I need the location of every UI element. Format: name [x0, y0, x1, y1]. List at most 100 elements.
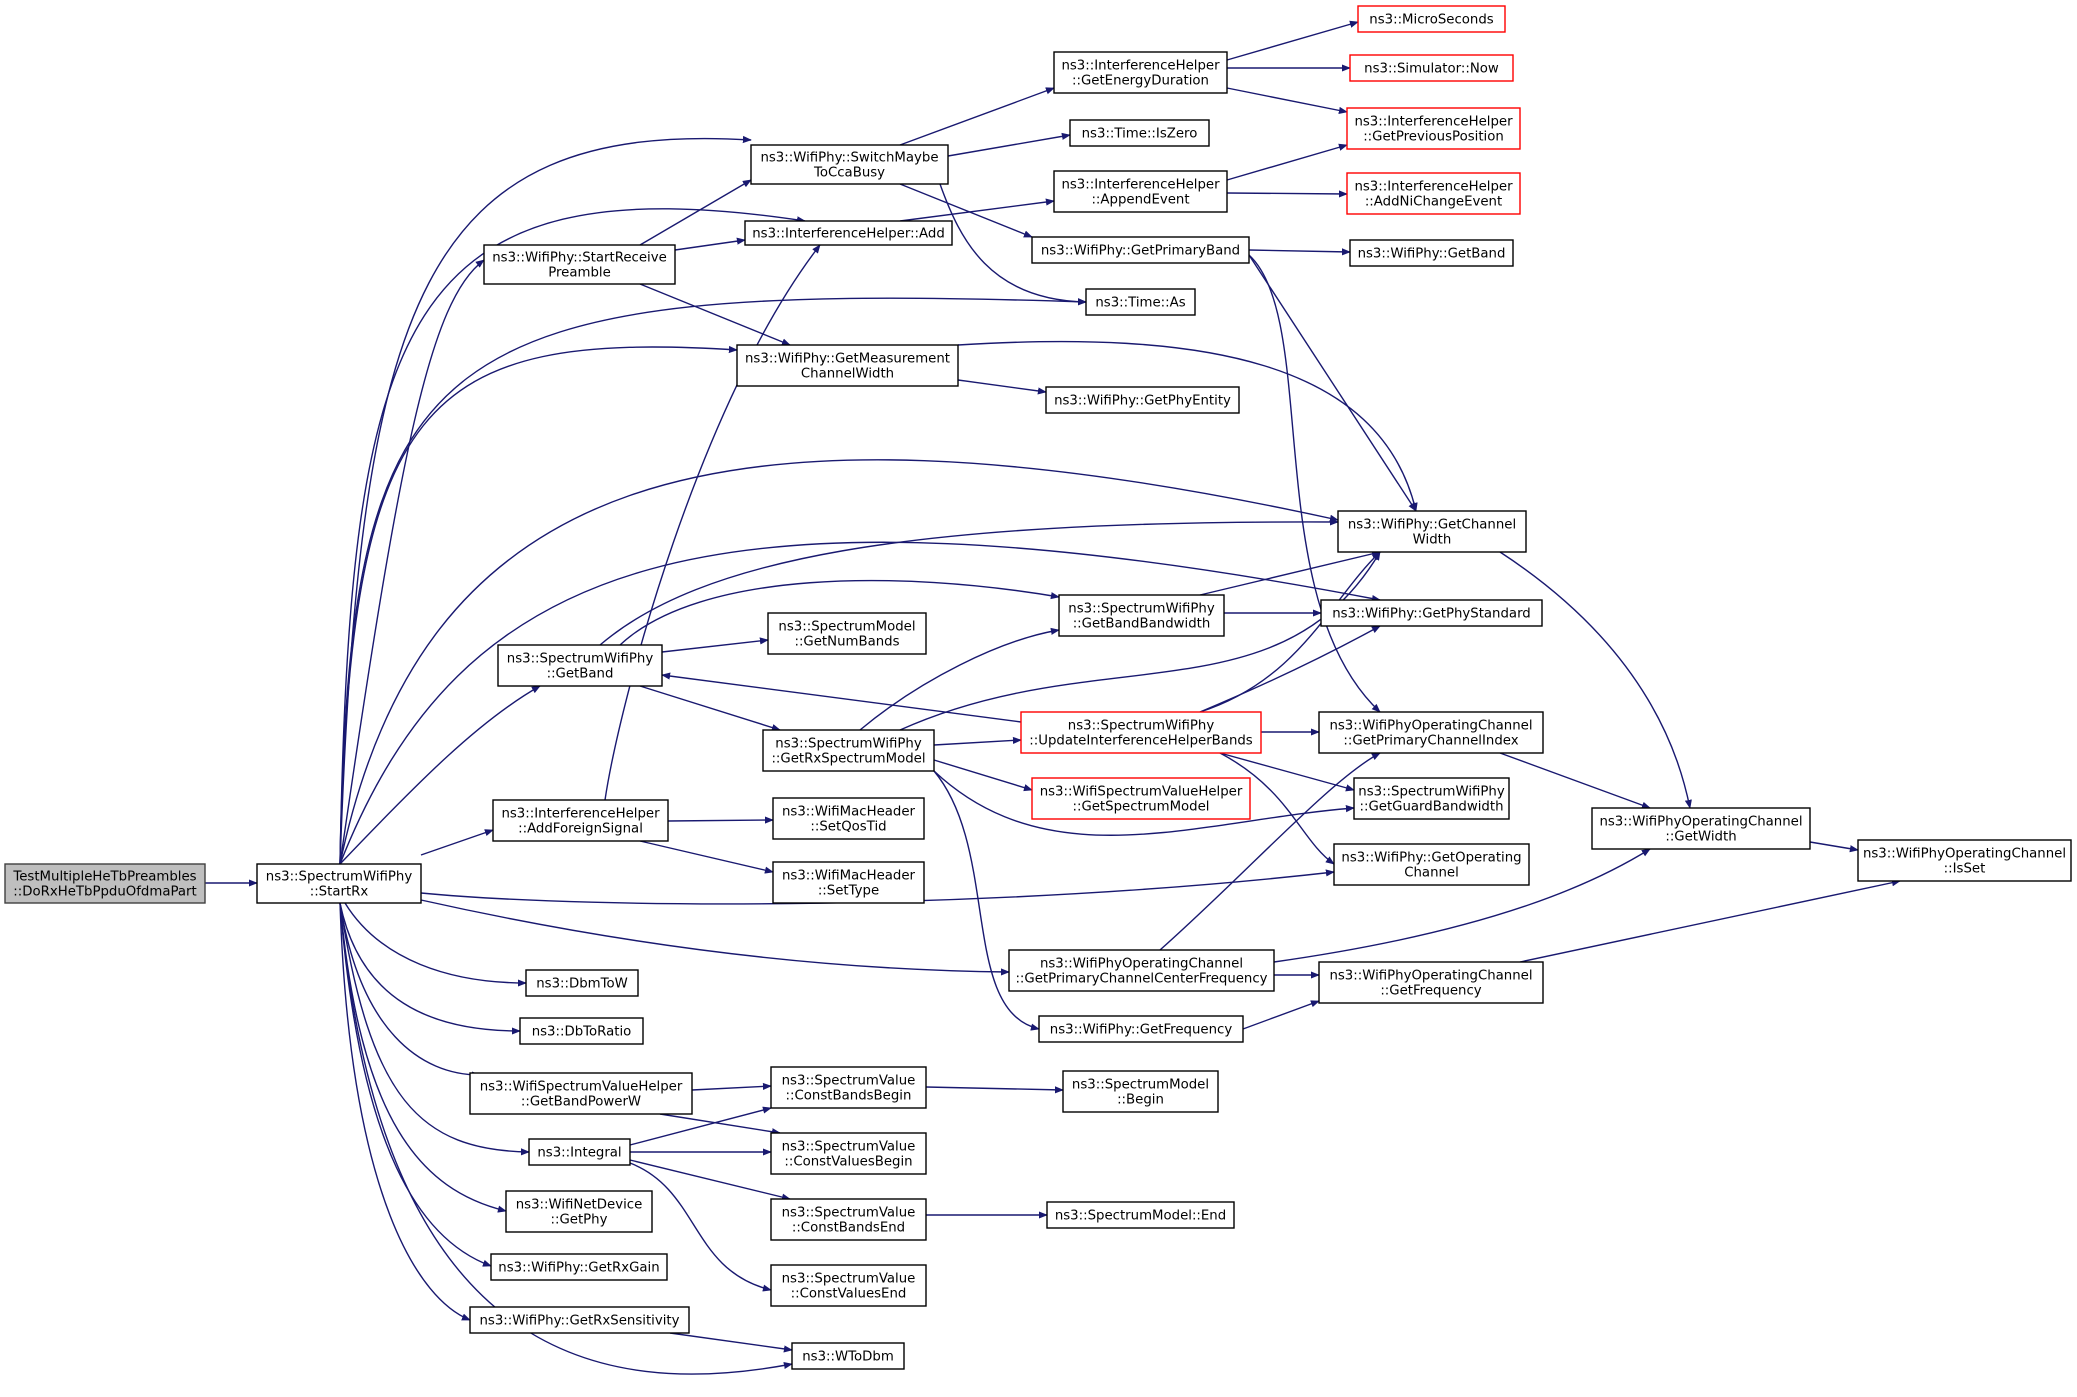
node-cbb[interactable]: ns3::SpectrumValue::ConstBandsBegin — [770, 1066, 927, 1109]
node-getfreq[interactable]: ns3::WifiPhy::GetFrequency — [1038, 1015, 1244, 1043]
node-ggb[interactable]: ns3::SpectrumWifiPhy::GetGuardBandwidth — [1353, 777, 1510, 820]
node-ged[interactable]: ns3::InterferenceHelper::GetEnergyDurati… — [1053, 51, 1228, 94]
node-iszero[interactable]: ns3::Time::IsZero — [1069, 119, 1210, 147]
edge-uihb-to-gcw — [1199, 551, 1381, 713]
node-box — [1346, 107, 1521, 150]
node-label-line: ns3::WifiPhy::GetOperating — [1341, 851, 1521, 866]
edge-rxsm-to-gbbw — [859, 627, 1060, 731]
node-uihb[interactable]: ns3::SpectrumWifiPhy::UpdateInterference… — [1020, 711, 1262, 754]
node-rxgain[interactable]: ns3::WifiPhy::GetRxGain — [490, 1253, 668, 1281]
node-box — [1053, 51, 1228, 94]
node-ihadd[interactable]: ns3::InterferenceHelper::Add — [744, 220, 953, 246]
edge-gpb-to-gpci — [1248, 254, 1381, 713]
node-label-line: ns3::MicroSeconds — [1369, 13, 1493, 28]
node-settype[interactable]: ns3::WifiMacHeader::SetType — [772, 861, 925, 904]
node-cve[interactable]: ns3::SpectrumValue::ConstValuesEnd — [770, 1264, 927, 1307]
node-gpci[interactable]: ns3::WifiPhyOperatingChannel::GetPrimary… — [1318, 711, 1544, 754]
node-label-line: ns3::WifiPhy::GetChannel — [1348, 518, 1516, 533]
node-gpe[interactable]: ns3::WifiPhy::GetPhyEntity — [1045, 386, 1240, 414]
node-label-line: ns3::InterferenceHelper::Add — [752, 227, 945, 242]
node-label-line: ns3::WifiPhyOperatingChannel — [1329, 719, 1532, 734]
node-numbands[interactable]: ns3::SpectrumModel::GetNumBands — [767, 612, 927, 655]
node-micro[interactable]: ns3::MicroSeconds — [1357, 5, 1506, 33]
node-gpccf[interactable]: ns3::WifiPhyOperatingChannel::GetPrimary… — [1008, 949, 1275, 992]
node-label-line: ns3::WifiPhyOperatingChannel — [1863, 847, 2066, 862]
node-label-line: ns3::WifiMacHeader — [782, 805, 916, 820]
node-root[interactable]: TestMultipleHeTbPreambles::DoRxHeTbPpduO… — [4, 863, 206, 904]
node-startrx[interactable]: ns3::SpectrumWifiPhy::StartRx — [256, 863, 422, 904]
node-gbbw[interactable]: ns3::SpectrumWifiPhy::GetBandBandwidth — [1058, 594, 1225, 637]
node-rxsm[interactable]: ns3::SpectrumWifiPhy::GetRxSpectrumModel — [762, 729, 935, 772]
node-wpocfreq[interactable]: ns3::WifiPhyOperatingChannel::GetFrequen… — [1318, 961, 1544, 1004]
node-getband[interactable]: ns3::SpectrumWifiPhy::GetBand — [497, 644, 663, 687]
node-box — [469, 1072, 693, 1115]
edge-ged-to-gpp — [1226, 87, 1348, 114]
node-box — [791, 1342, 905, 1370]
node-gpp[interactable]: ns3::InterferenceHelper::GetPreviousPosi… — [1346, 107, 1521, 150]
node-label-line: ns3::WifiPhy::GetPrimaryBand — [1041, 244, 1240, 259]
node-simnow[interactable]: ns3::Simulator::Now — [1349, 54, 1514, 82]
node-gbpw[interactable]: ns3::WifiSpectrumValueHelper::GetBandPow… — [469, 1072, 693, 1115]
node-box — [770, 1132, 927, 1175]
edge-srp-to-ihadd — [674, 237, 746, 251]
node-label-line: ns3::WifiPhyOperatingChannel — [1599, 815, 1802, 830]
node-cvb[interactable]: ns3::SpectrumValue::ConstValuesBegin — [770, 1132, 927, 1175]
edge-ged-to-micro — [1226, 20, 1359, 61]
node-afs[interactable]: ns3::InterferenceHelper::AddForeignSigna… — [492, 799, 669, 842]
edge-startrx-to-gbpw — [339, 902, 481, 1079]
node-box — [744, 220, 953, 246]
node-dbtoratio[interactable]: ns3::DbToRatio — [519, 1017, 644, 1045]
node-gpb[interactable]: ns3::WifiPhy::GetPrimaryBand — [1031, 236, 1250, 264]
node-label-line: ns3::SpectrumValue — [782, 1074, 916, 1089]
node-cbe[interactable]: ns3::SpectrumValue::ConstBandsEnd — [770, 1198, 927, 1241]
node-box — [1357, 5, 1506, 33]
edge-gpccf-to-getwidth — [1273, 848, 1651, 963]
node-setqos[interactable]: ns3::WifiMacHeader::SetQosTid — [772, 797, 925, 840]
node-timeas[interactable]: ns3::Time::As — [1085, 288, 1196, 316]
node-label-line: ::GetSpectrumModel — [1072, 800, 1209, 815]
node-label-line: ::ConstBandsBegin — [786, 1089, 912, 1104]
edge-rxsens-to-wtodbm — [669, 1332, 793, 1353]
node-label-line: Channel — [1404, 866, 1459, 881]
node-gps[interactable]: ns3::WifiPhy::GetPhyStandard — [1320, 599, 1543, 627]
edge-startrx-to-gpccf — [420, 899, 1010, 976]
node-wpgetband[interactable]: ns3::WifiPhy::GetBand — [1349, 239, 1514, 267]
node-anice[interactable]: ns3::InterferenceHelper::AddNiChangeEven… — [1346, 172, 1521, 215]
node-label-line: ::AppendEvent — [1091, 193, 1189, 208]
node-smbegin[interactable]: ns3::SpectrumModel::Begin — [1062, 1070, 1219, 1113]
edge-startrx-to-gmcw — [339, 345, 738, 865]
node-box — [1046, 1201, 1235, 1229]
node-label-line: ::GetGuardBandwidth — [1360, 800, 1504, 815]
node-box — [1318, 961, 1544, 1004]
node-netdev[interactable]: ns3::WifiNetDevice::GetPhy — [505, 1190, 653, 1233]
node-isset[interactable]: ns3::WifiPhyOperatingChannel::IsSet — [1857, 839, 2072, 882]
node-integral[interactable]: ns3::Integral — [528, 1138, 631, 1166]
node-box — [1349, 54, 1514, 82]
node-label-line: ns3::InterferenceHelper — [1061, 178, 1220, 193]
node-box — [1020, 711, 1262, 754]
node-append[interactable]: ns3::InterferenceHelper::AppendEvent — [1053, 170, 1228, 213]
node-box — [490, 1253, 668, 1281]
node-wtodbm[interactable]: ns3::WToDbm — [791, 1342, 905, 1370]
node-gsm[interactable]: ns3::WifiSpectrumValueHelper::GetSpectru… — [1031, 777, 1251, 820]
edge-cbb-to-smbegin — [925, 1086, 1064, 1094]
node-smend[interactable]: ns3::SpectrumModel::End — [1046, 1201, 1235, 1229]
node-dbmtow[interactable]: ns3::DbmToW — [525, 969, 639, 997]
node-box — [1318, 711, 1544, 754]
node-rxsens[interactable]: ns3::WifiPhy::GetRxSensitivity — [469, 1306, 690, 1334]
node-getwidth[interactable]: ns3::WifiPhyOperatingChannel::GetWidth — [1591, 807, 1811, 850]
node-label-line: ::GetPrimaryChannelIndex — [1343, 734, 1518, 749]
node-box — [1857, 839, 2072, 882]
node-label-line: ns3::Time::As — [1095, 296, 1185, 311]
edge-getfreq-to-wpocfreq — [1242, 1000, 1320, 1030]
node-label-line: ns3::WifiPhy::GetPhyEntity — [1054, 394, 1231, 409]
node-label-line: ns3::SpectrumWifiPhy — [507, 652, 654, 667]
node-box — [1337, 510, 1527, 553]
edge-gpccf-to-gpci — [1159, 752, 1381, 951]
